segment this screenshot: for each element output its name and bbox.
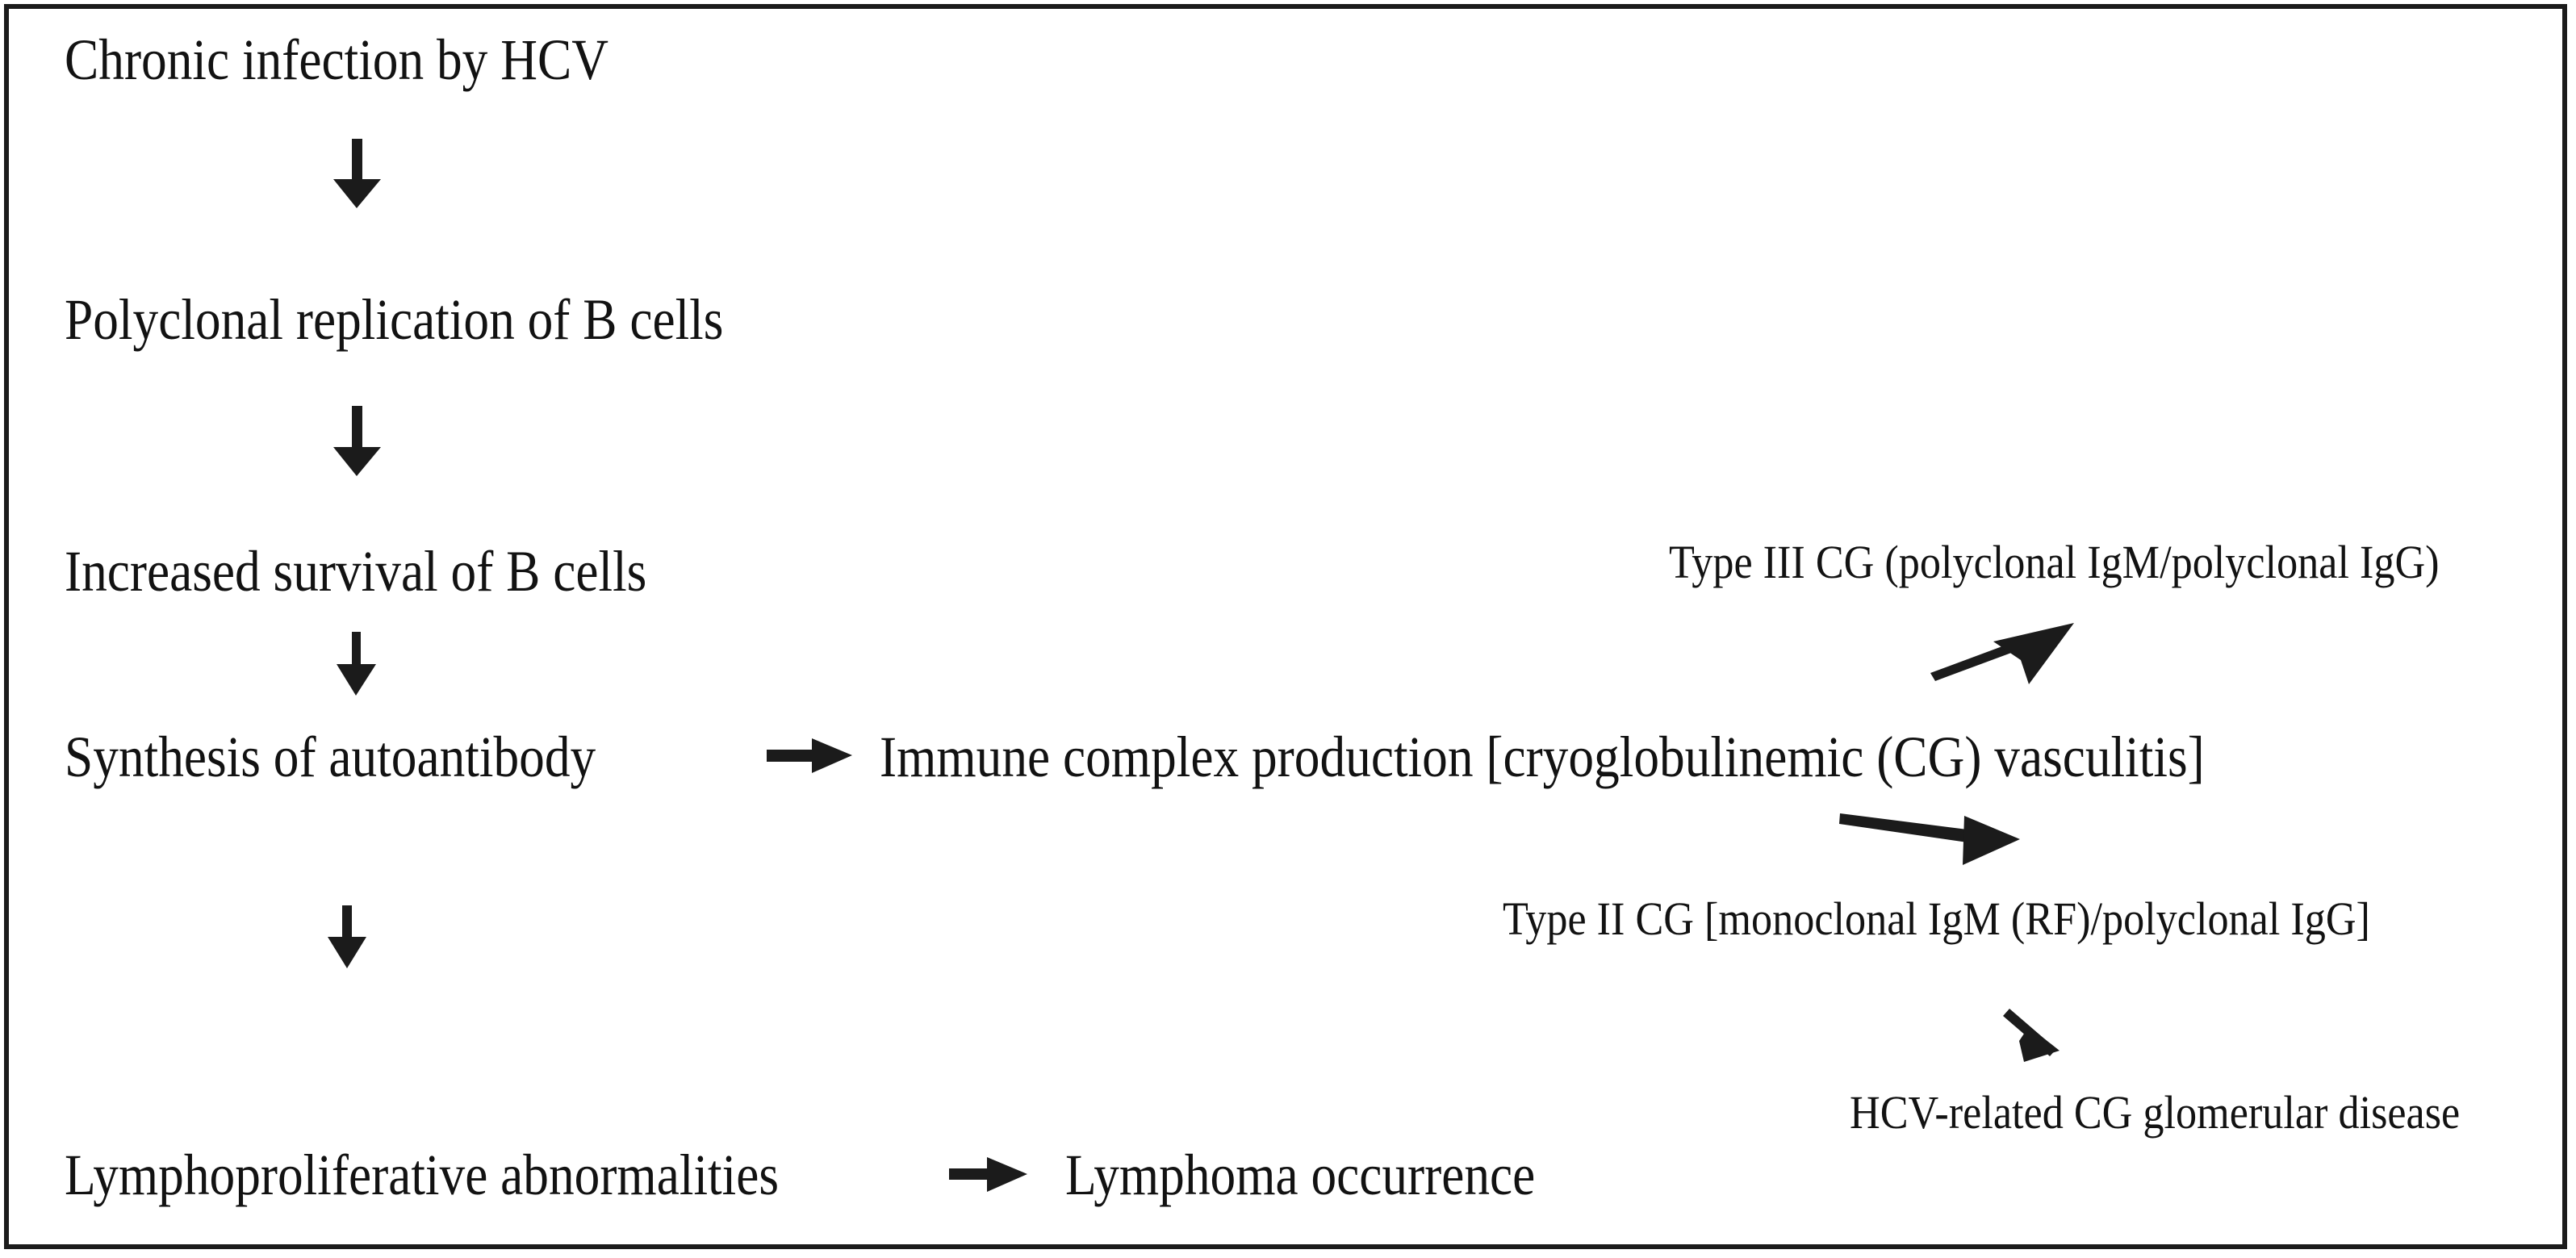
node-lymphoproliferative: Lymphoproliferative abnormalities <box>65 1143 780 1207</box>
node-type-iii-cg: Type III CG (polyclonal IgM/polyclonal I… <box>1669 536 2440 588</box>
figure-border-frame <box>4 4 2567 1249</box>
node-synthesis-autoantibody: Synthesis of autoantibody <box>65 725 596 789</box>
node-immune-complex: Immune complex production [cryoglobuline… <box>880 725 2205 789</box>
node-chronic-infection: Chronic infection by HCV <box>65 27 608 92</box>
node-type-ii-cg: Type II CG [monoclonal IgM (RF)/polyclon… <box>1503 892 2370 945</box>
node-lymphoma: Lymphoma occurrence <box>1065 1143 1536 1207</box>
node-polyclonal-replication: Polyclonal replication of B cells <box>65 287 724 352</box>
node-hcv-glomerular: HCV-related CG glomerular disease <box>1850 1086 2461 1139</box>
node-increased-survival: Increased survival of B cells <box>65 539 647 604</box>
